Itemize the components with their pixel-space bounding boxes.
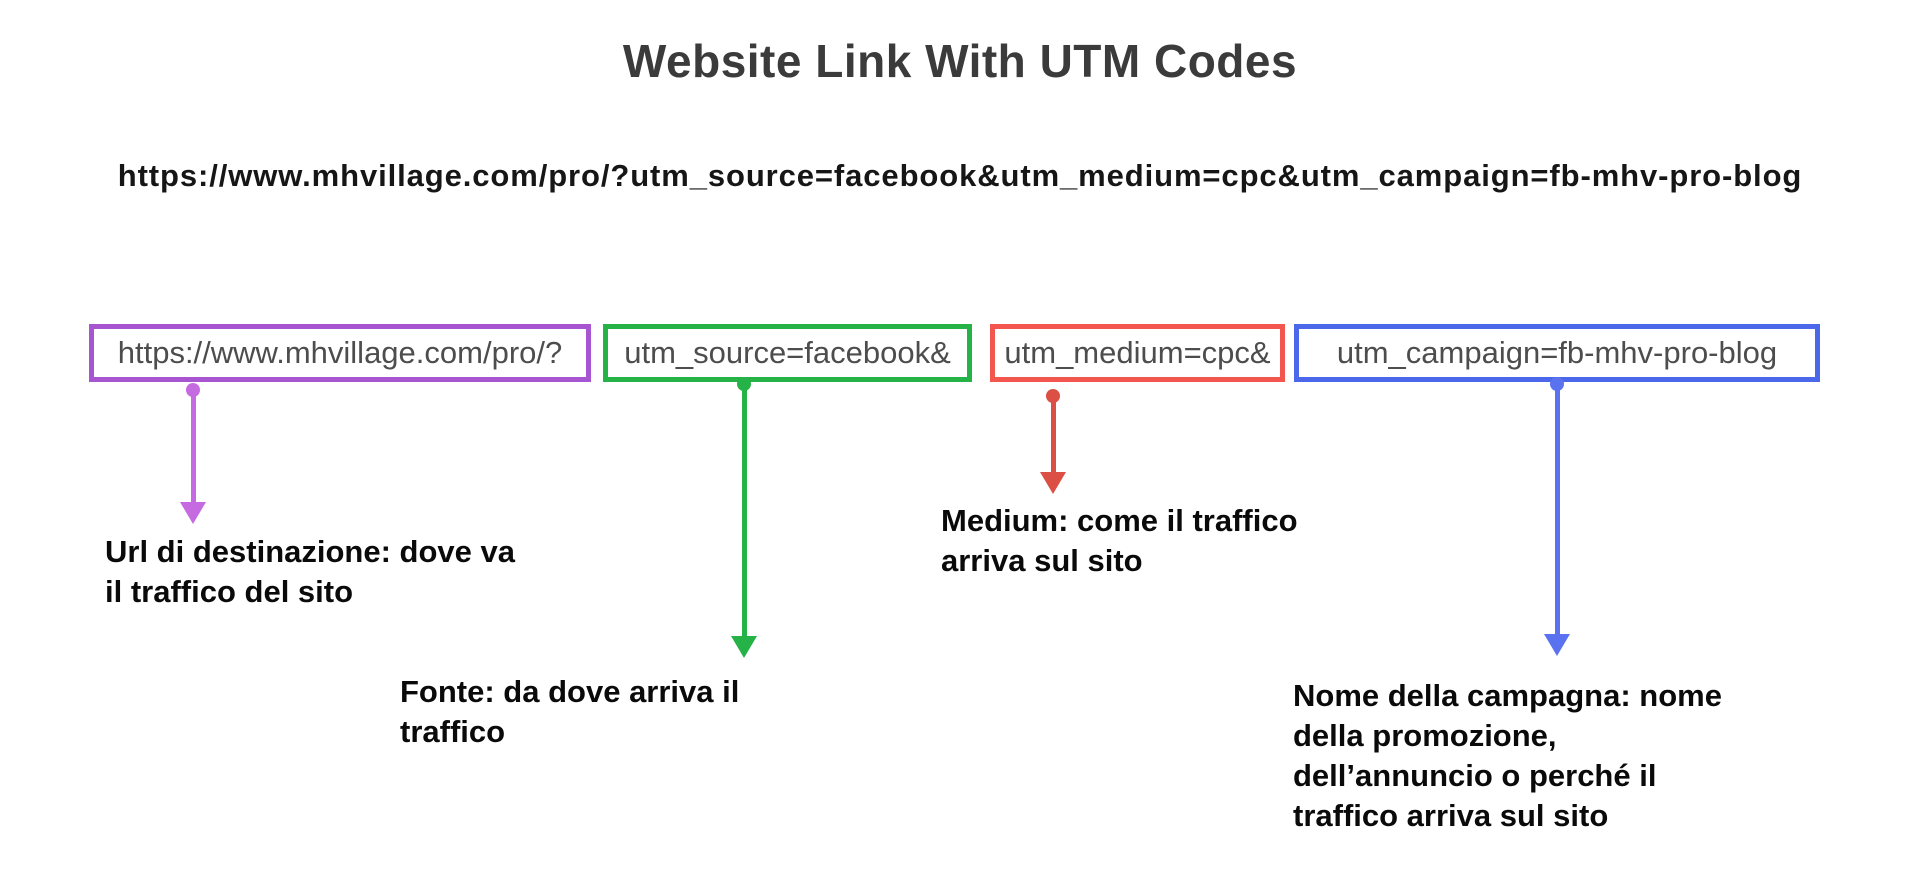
segment-text-destination: https://www.mhvillage.com/pro/? (117, 335, 563, 370)
segment-text-campaign: utm_campaign=fb-mhv-pro-blog (1336, 335, 1778, 370)
arrow-stem (1554, 384, 1560, 636)
medium-arrow (1040, 389, 1066, 494)
campaign-label: Nome della campagna: nome della promozio… (1293, 678, 1722, 833)
url-segment-box-campaign: utm_campaign=fb-mhv-pro-blog (1294, 324, 1820, 382)
source-arrow (731, 377, 757, 658)
segment-text-source: utm_source=facebook& (624, 335, 951, 370)
arrow-stem (741, 384, 747, 638)
arrow-head-icon (180, 502, 206, 524)
destination-label: Url di destinazione: dove va il traffico… (105, 534, 515, 609)
url-segment-box-medium: utm_medium=cpc& (990, 324, 1285, 382)
arrow-head-icon (1040, 472, 1066, 494)
url-segment-box-destination: https://www.mhvillage.com/pro/? (89, 324, 591, 382)
campaign-arrow (1544, 377, 1570, 656)
utm-url-text: https://www.mhvillage.com/pro/?utm_sourc… (117, 158, 1803, 193)
segment-text-medium: utm_medium=cpc& (1004, 335, 1271, 370)
arrow-stem (190, 390, 196, 504)
arrow-head-icon (1544, 634, 1570, 656)
destination-arrow (180, 383, 206, 524)
arrow-stem (1050, 396, 1056, 474)
arrow-head-icon (731, 636, 757, 658)
source-label: Fonte: da dove arriva il traffico (400, 674, 740, 749)
page-title: Website Link With UTM Codes (622, 35, 1298, 87)
url-segment-box-source: utm_source=facebook& (603, 324, 972, 382)
medium-label: Medium: come il traffico arriva sul sito (941, 503, 1298, 578)
